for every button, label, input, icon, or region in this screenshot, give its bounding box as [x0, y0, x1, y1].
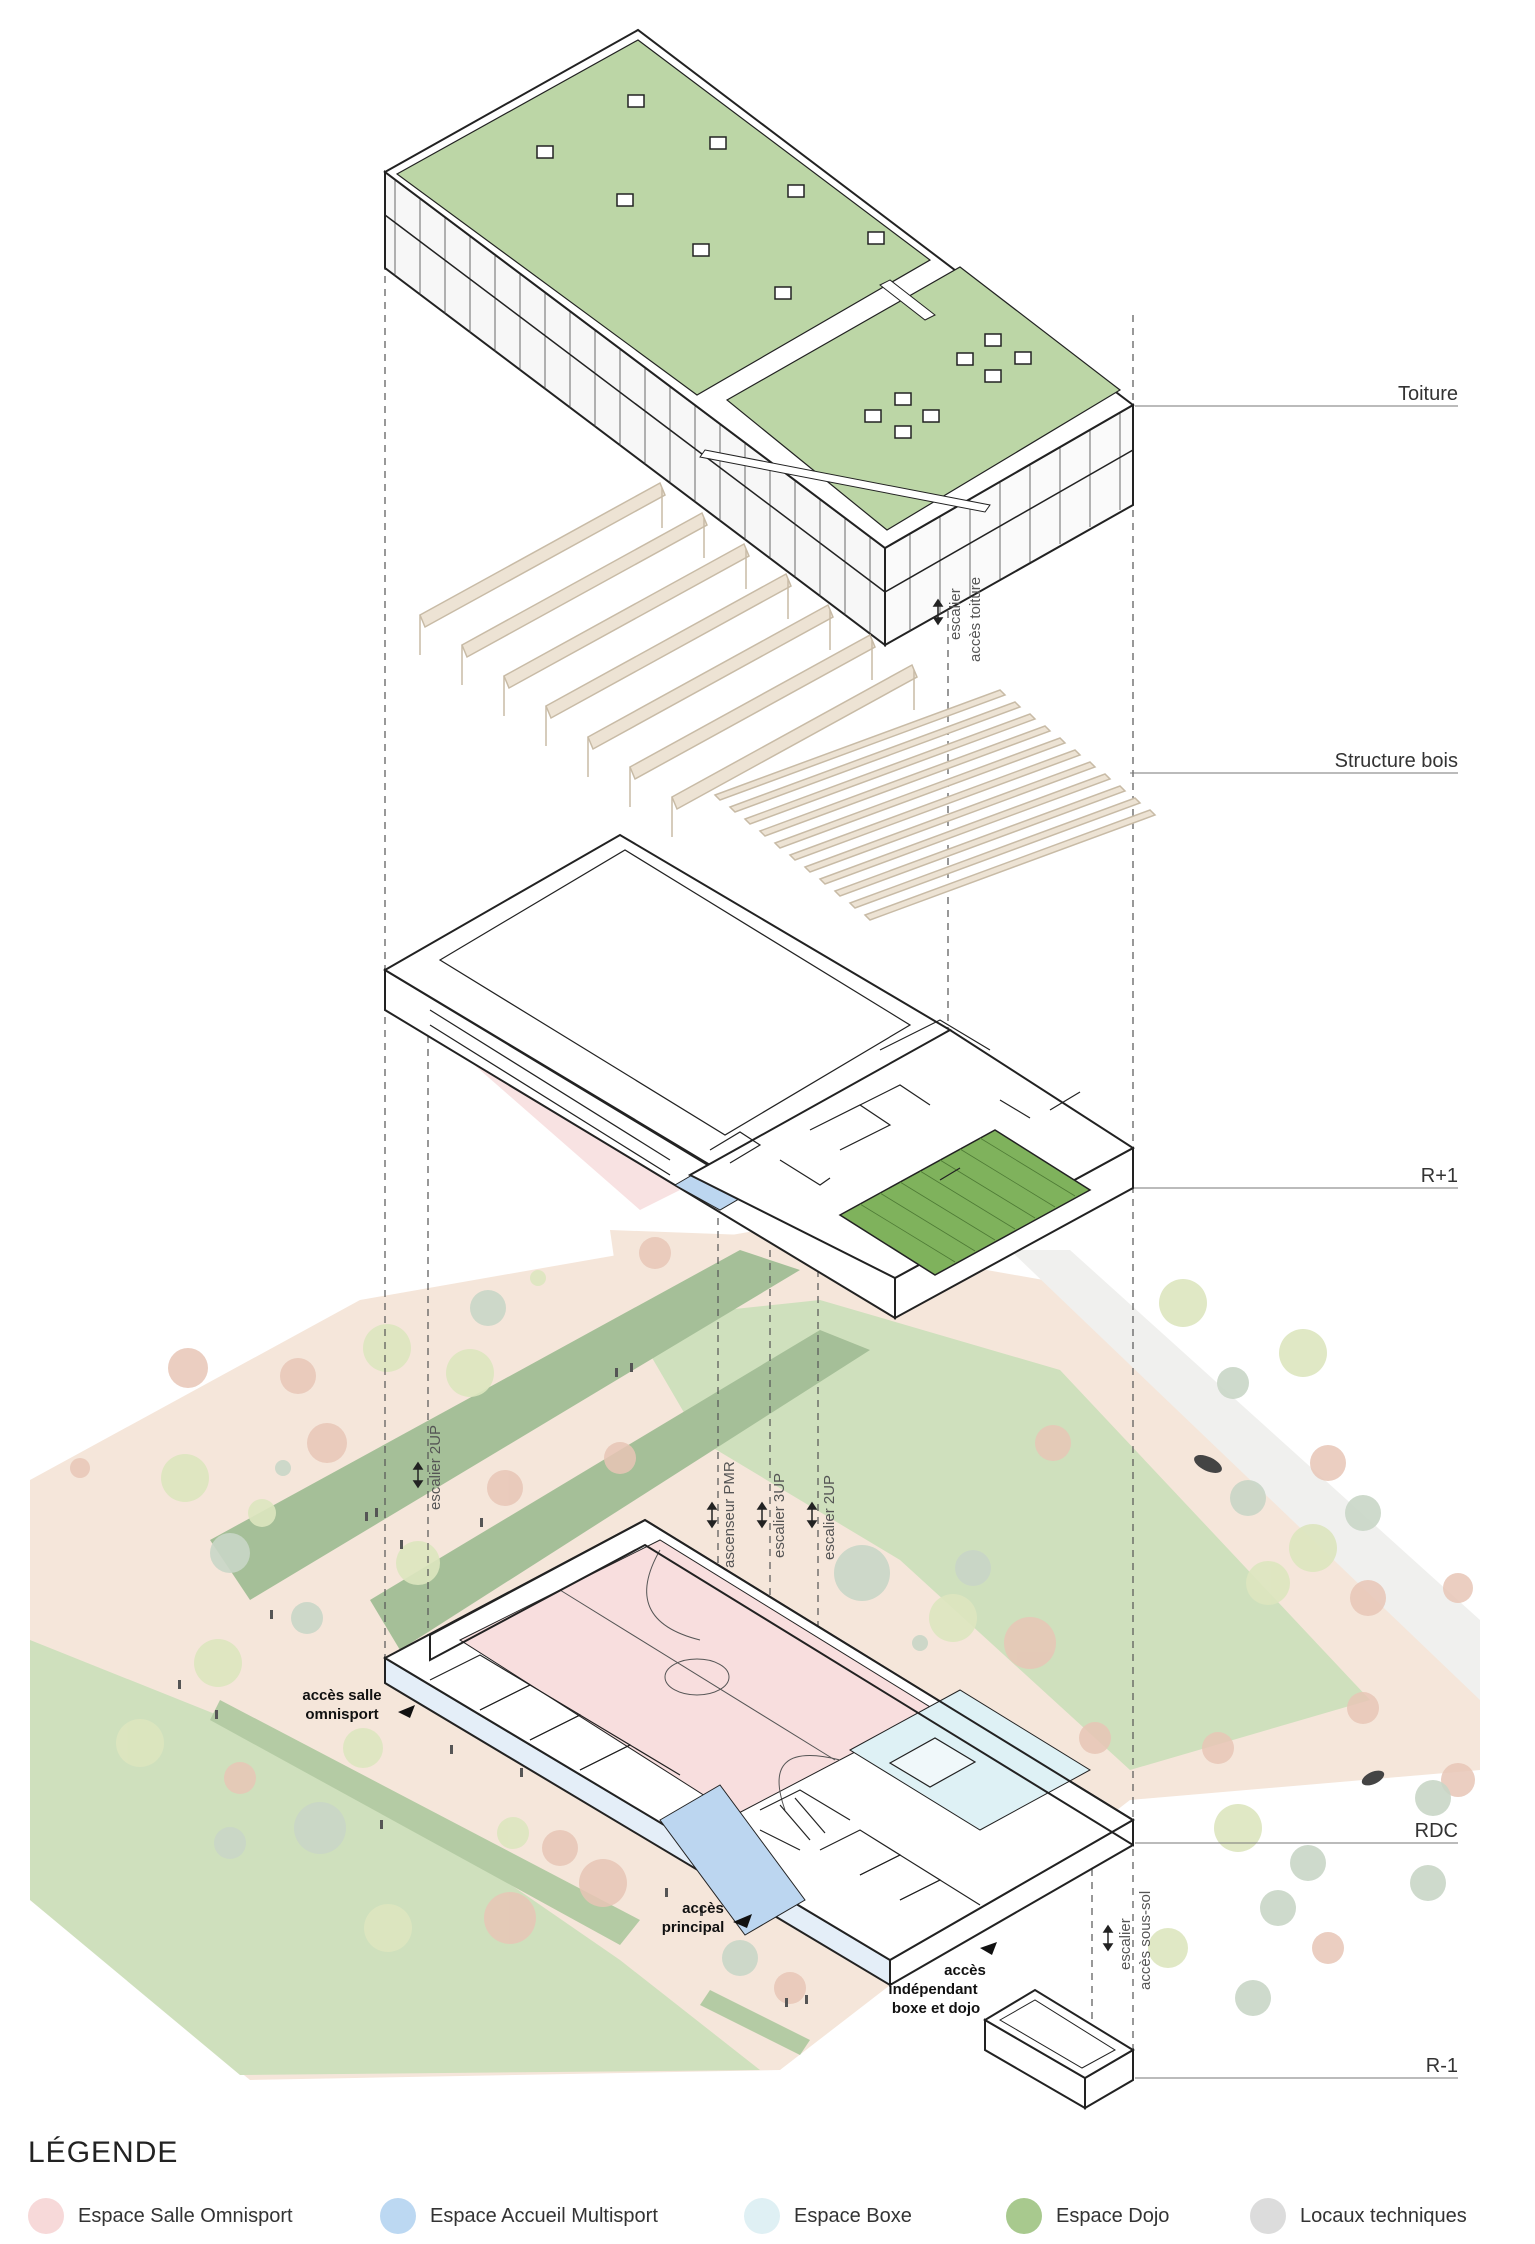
label-access-omnisport-1: accès salle [302, 1687, 381, 1704]
r1-annex-top [687, 1028, 1135, 1280]
legend-item-dojo: Espace Dojo [1006, 2198, 1169, 2234]
label-stair-2up-right: escalier 2UP [821, 1475, 838, 1560]
rdc-hall-wall [429, 1518, 1134, 1847]
legend-title: LÉGENDE [28, 2136, 179, 2169]
legend-label-omnisport: Espace Salle Omnisport [78, 2204, 293, 2227]
label-access-indep-3: boxe et dojo [892, 2000, 980, 2017]
rm1-box-inner [999, 1999, 1116, 2069]
roof-base-ledge [699, 449, 991, 513]
car [1194, 1455, 1222, 1473]
roof-green-west [395, 39, 932, 396]
label-access-omnisport-2: omnisport [305, 1706, 378, 1723]
arrow-icon [733, 1914, 752, 1928]
portal-frames [419, 481, 918, 837]
roof-skylights [536, 94, 1032, 439]
people [178, 1363, 808, 2007]
roof-level [383, 28, 1135, 648]
hedge-center [370, 1330, 870, 1650]
level-label-r1: R+1 [1421, 1165, 1458, 1187]
legend-swatch-technical [1250, 2198, 1286, 2234]
label-access-indep-1: accès [944, 1962, 986, 1979]
r1-level [383, 833, 1135, 1320]
legend-label-accueil: Espace Accueil Multisport [430, 2204, 658, 2227]
label-stair-basement: escalier [1117, 1918, 1134, 1970]
hedge-left [210, 1250, 800, 1600]
rdc-level [382, 1518, 1135, 1987]
label-lift: ascenseur PMR [721, 1461, 738, 1568]
legend-swatch-accueil [380, 2198, 416, 2234]
label-access-main-2: principal [662, 1919, 725, 1936]
label-basement-access: accès sous-sol [1137, 1891, 1154, 1990]
legend-item-boxe: Espace Boxe [744, 2198, 912, 2234]
level-label-rdc: RDC [1415, 1820, 1458, 1842]
rdc-boxing-ring [888, 1737, 977, 1788]
roof-skylight-strip [879, 279, 936, 321]
hedge-lower [210, 1700, 640, 1945]
label-access-main-1: accès [682, 1900, 724, 1917]
level-label-structure: Structure bois [1335, 750, 1458, 772]
label-stair-3up: escalier 3UP [771, 1473, 788, 1558]
legend-item-technical: Locaux techniques [1250, 2198, 1467, 2234]
legend-swatch-boxe [744, 2198, 780, 2234]
timber-structure [419, 481, 1157, 921]
legend-label-technical: Locaux techniques [1300, 2204, 1467, 2227]
access-labels: accès salle omnisport accès principal ac… [302, 1687, 997, 2017]
legend: Espace Salle Omnisport Espace Accueil Mu… [28, 2198, 1508, 2238]
level-leaders [1130, 405, 1458, 2079]
cars [1194, 1455, 1385, 1786]
r-1-level [983, 1988, 1135, 2110]
tree [210, 1290, 1451, 2016]
r1-dojo-floor [838, 1129, 1092, 1276]
rdc-accueil-blue [659, 1784, 806, 1936]
level-label-r-1: R-1 [1426, 2055, 1458, 2077]
legend-item-accueil: Espace Accueil Multisport [380, 2198, 658, 2234]
arrow-icon [398, 1705, 415, 1718]
r1-hall-void [438, 849, 912, 1136]
legend-label-dojo: Espace Dojo [1056, 2204, 1170, 2227]
rm1-box-top [983, 1988, 1135, 2080]
rdc-court-markings [559, 1549, 841, 1811]
joists [713, 689, 1157, 921]
trees [70, 1237, 1475, 2016]
level-labels: Toiture Structure bois R+1 RDC R-1 [1335, 383, 1458, 2077]
label-roof-access: accès toiture [967, 577, 984, 662]
hedge-bottom [700, 1990, 810, 2055]
lawn-central [630, 1300, 1370, 1770]
label-access-indep-2: indépendant [888, 1981, 977, 1998]
tree [70, 1237, 1475, 2004]
roof-green-east [725, 266, 1122, 531]
rdc-partitions [429, 1654, 981, 1906]
legend-label-boxe: Espace Boxe [794, 2204, 912, 2227]
car [1361, 1770, 1385, 1786]
arrow-icon [980, 1942, 997, 1955]
label-stair-roof: escalier [947, 588, 964, 640]
tree [116, 1270, 1337, 1968]
r1-dojo-tatami-lines [859, 1137, 1076, 1263]
label-stair-2up-left: escalier 2UP [427, 1425, 444, 1510]
level-label-roof: Toiture [1398, 383, 1458, 405]
legend-swatch-omnisport [28, 2198, 64, 2234]
r1-partitions [429, 1009, 1081, 1186]
arrow-icon [412, 598, 1114, 1952]
legend-swatch-dojo [1006, 2198, 1042, 2234]
legend-item-omnisport: Espace Salle Omnisport [28, 2198, 293, 2234]
lawn-left [30, 1640, 760, 2075]
circulation-labels: escalier accès toiture escalier 2UP asce… [412, 577, 1154, 1990]
